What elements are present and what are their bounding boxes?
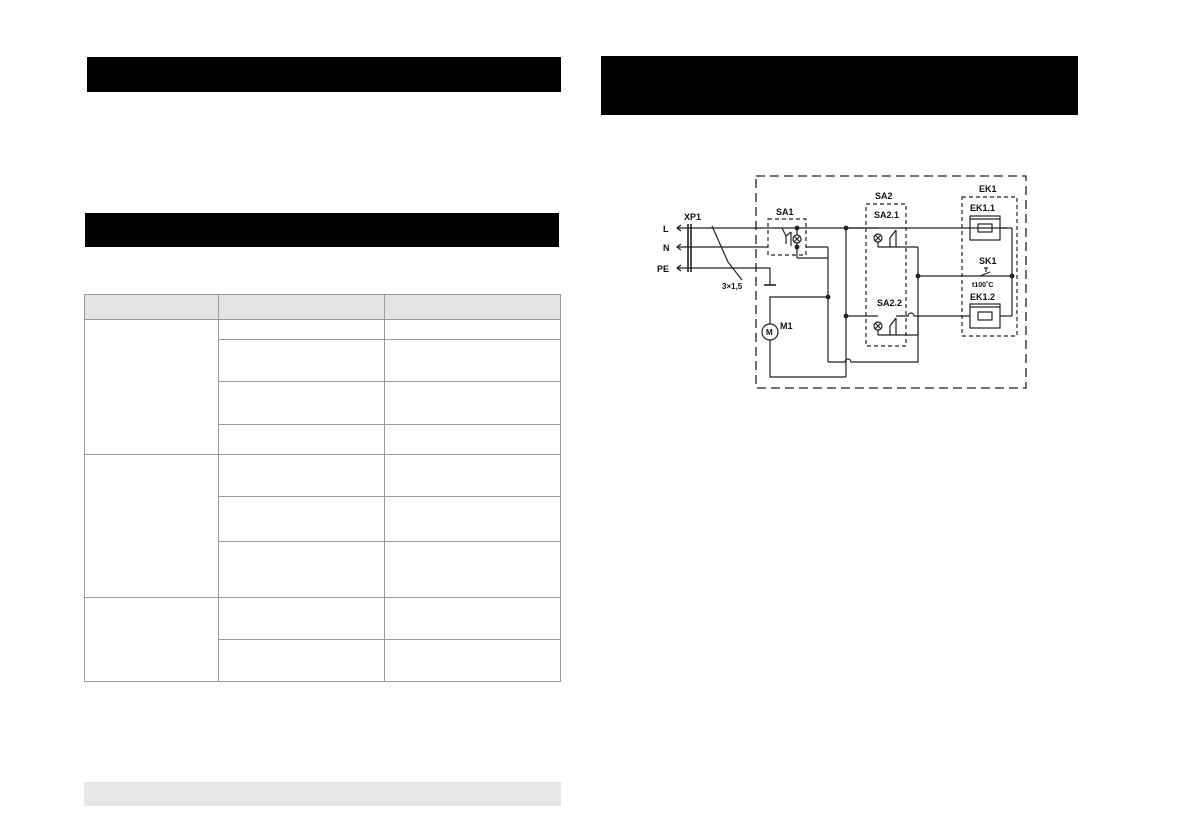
ek12-resistor [977,311,993,321]
table-row [85,381,561,425]
sa2-box [865,203,907,347]
crossover-wire [896,312,970,317]
table-row [85,541,561,598]
n-terminal-arrow [676,243,683,251]
table-cell [384,496,561,542]
ek1-box [961,196,1018,337]
l-terminal-arrow [676,224,683,232]
table-cell [218,496,385,542]
label-sa2: SA2 [875,191,893,201]
label-xp1: XP1 [684,212,701,222]
table-cell [218,424,385,455]
table-cell [84,597,219,682]
sa22-switch [889,317,897,335]
junction-dot [794,244,800,250]
troubleshooting-table [84,294,561,682]
motor-wire [769,296,828,324]
right-header-bar [601,56,1078,115]
label-sa22: SA2.2 [877,298,902,308]
sk1-thermostat [979,267,991,277]
table-row [85,339,561,382]
label-m1: M1 [780,321,793,331]
label-n: N [663,243,670,253]
label-ek12: EK1.2 [970,292,995,302]
label-pe: PE [657,264,669,274]
table-cell [384,454,561,497]
label-l: L [663,224,669,234]
table-cell [384,339,561,382]
ek11-resistor [977,223,993,233]
table-row [84,454,561,598]
sa1-box [767,218,807,256]
table-cell [218,597,385,640]
table-header-cell [84,294,219,320]
label-motor-m: M [766,328,773,337]
label-sk1: SK1 [979,256,997,266]
table-cell [384,424,561,455]
junction-dot [825,294,831,300]
table-header-cell [218,294,385,320]
table-cell [218,454,385,497]
label-ek11: EK1.1 [970,203,995,213]
enclosure-outline [755,175,1027,389]
junction-dot [794,225,800,231]
motor-wire [769,340,846,378]
left-section-bar [85,213,559,247]
label-cable: 3×1,5 [722,282,743,291]
junction-dot [915,273,921,279]
table-row [85,424,561,455]
table-cell [218,541,385,598]
junction-dot [1009,273,1015,279]
sa1-lamp [793,235,801,243]
n-wire [828,316,919,363]
sa21-lamp [874,234,882,242]
cable-leader [711,225,743,281]
table-row [85,496,561,542]
table-cell [218,639,385,682]
table-cell [384,639,561,682]
table-cell [384,541,561,598]
label-ek1: EK1 [979,184,997,194]
sa21-switch [889,229,897,247]
label-sa1: SA1 [776,207,794,217]
label-sa21: SA2.1 [874,210,899,220]
label-temp: t100˚C [972,281,993,289]
table-row [84,597,561,682]
pe-terminal-arrow [676,264,683,272]
left-header-bar [87,57,561,92]
sa22-lamp [874,322,882,330]
sa1-switch [781,227,792,246]
table-row [85,639,561,682]
footer-note-bar [84,782,561,806]
